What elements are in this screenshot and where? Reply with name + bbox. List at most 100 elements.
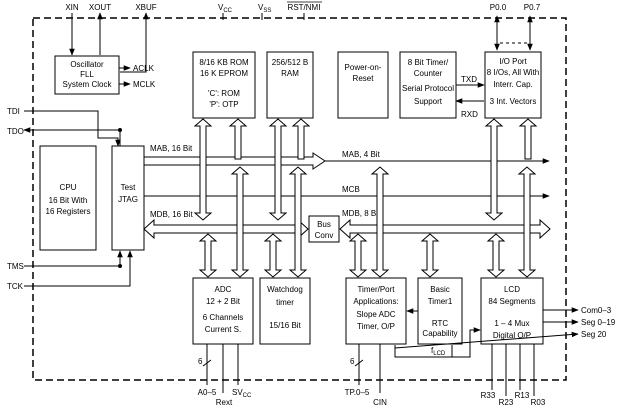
pin-r33: R33 [481, 391, 496, 400]
tms-wire [24, 250, 123, 267]
flcd-label: fLCD [431, 346, 446, 357]
io-port-block [484, 51, 542, 119]
cpu-line-1: CPU [60, 183, 77, 192]
tck-wire [24, 250, 133, 287]
por-line-2: Reset [353, 74, 375, 83]
pin-p00: P0.0 [490, 3, 507, 12]
lcd-line-4: Digital O/P [493, 331, 531, 340]
bt-line-3: RTC [432, 319, 449, 328]
pin-svcc: SVCC [232, 388, 252, 399]
pin-tdo: TDO [7, 127, 24, 136]
tdo-node [118, 128, 122, 132]
mdb-8-label: MDB, 8 Bit [342, 209, 381, 218]
pin-p07: P0.7 [524, 3, 541, 12]
rom-line-4: 'P': OTP [209, 100, 238, 109]
top-pins: XIN XOUT XBUF VCC VSS RST/NMI P0.0 P0.7 [65, 3, 540, 14]
rom-line-1: 8/16 KB ROM [199, 58, 249, 67]
busconv-line-2: Conv [315, 231, 334, 240]
lcd-line-1: LCD [504, 285, 520, 294]
timer-port-block [345, 277, 407, 345]
rom-block [192, 51, 256, 119]
tp-bus-slash [354, 359, 364, 367]
timer-counter-block [399, 51, 457, 119]
timer8-line-4: Support [414, 97, 443, 106]
pin-xbuf: XBUF [135, 3, 156, 12]
oscillator-block [54, 55, 120, 95]
cpu-block [39, 145, 97, 251]
pin-vcc: VCC [218, 3, 233, 14]
bt-line-2: Timer1 [428, 297, 453, 306]
timer8-line-3: Serial Protocol [402, 84, 454, 93]
ram-block [266, 51, 314, 119]
io-line-1: I/O Port [499, 57, 527, 66]
jtag-line-2: JTAG [118, 195, 138, 204]
adc-line-1: ADC [215, 285, 232, 294]
pin-cin: CIN [373, 398, 387, 407]
pin-xout: XOUT [89, 3, 111, 12]
tp-bus-width: 6 [350, 357, 355, 366]
io-line-3: Interr. Cap. [493, 80, 533, 89]
pin-vss: VSS [258, 3, 271, 14]
txd-label: TXD [461, 75, 477, 84]
timer8-line-2: Counter [414, 69, 443, 78]
pin-rst-nmi: RST/NMI [288, 3, 321, 12]
timerport-line-4: Timer, O/P [357, 322, 395, 331]
pin-r13: R13 [515, 391, 530, 400]
wdt-line-3: 15/16 Bit [269, 321, 301, 330]
por-line-1: Power-on- [345, 63, 382, 72]
pin-seg20: Seg 20 [581, 330, 607, 339]
xbuf-wire [120, 12, 149, 73]
io-line-4: 3 Int. Vectors [490, 97, 537, 106]
mcb-label: MCB [342, 185, 360, 194]
bt-line-1: Basic [430, 285, 450, 294]
a05-bus-width: 6 [198, 357, 203, 366]
lcd-block [480, 277, 544, 345]
wdt-line-2: timer [276, 298, 294, 307]
rxd-label: RXD [461, 110, 478, 119]
busconv-line-1: Bus [317, 220, 331, 229]
flcd-to-lcd [452, 327, 481, 358]
bus-conv-block [308, 215, 340, 243]
osc-line-2: FLL [80, 70, 94, 79]
aclk-label: ACLK [133, 64, 155, 73]
mdb-8-bus [339, 218, 551, 240]
pin-tdi: TDI [7, 107, 20, 116]
chip-boundary [32, 17, 567, 381]
seg20-wire [394, 331, 579, 349]
mab-16-label: MAB, 16 Bit [150, 144, 193, 153]
basic-timer-block [417, 277, 463, 345]
cpu-line-2: 16 Bit With [49, 196, 88, 205]
pin-r23: R23 [499, 398, 514, 407]
power-on-reset-block [337, 51, 389, 119]
pin-com: Com0–3 [581, 306, 612, 315]
lcd-line-3: 1 – 4 Mux [494, 319, 529, 328]
flcd-wire [394, 345, 453, 358]
pin-tck: TCK [7, 282, 24, 291]
watchdog-block [259, 277, 311, 345]
mab-4-label: MAB, 4 Bit [342, 150, 381, 159]
ram-line-2: RAM [281, 69, 299, 78]
mdb-16-label: MDB, 16 Bit [150, 210, 193, 219]
bt-line-4: Capability [422, 329, 457, 338]
pin-xin: XIN [65, 3, 79, 12]
ram-line-1: 256/512 B [272, 58, 308, 67]
cpu-line-3: 16 Registers [46, 207, 91, 216]
osc-line-1: Oscillator [70, 60, 104, 69]
timerport-line-3: Slope ADC [356, 310, 395, 319]
adc-block [192, 277, 254, 345]
jtag-line-1: Test [121, 183, 136, 192]
io-line-2: 8 I/Os, All With [487, 68, 539, 77]
pin-tms: TMS [7, 262, 24, 271]
timerport-line-1: Timer/Port [357, 285, 395, 294]
osc-line-3: System Clock [63, 80, 113, 89]
adc-line-4: Current S. [205, 325, 241, 334]
mclk-label: MCLK [133, 80, 156, 89]
a05-bus-slash [202, 359, 212, 367]
rom-line-2: 16 K EPROM [200, 69, 248, 78]
pin-a05: A0–5 [198, 388, 217, 397]
wdt-line-1: Watchdog [267, 285, 303, 294]
tms-node [118, 264, 122, 268]
lcd-line-2: 84 Segments [488, 297, 535, 306]
adc-line-3: 6 Channels [203, 313, 243, 322]
